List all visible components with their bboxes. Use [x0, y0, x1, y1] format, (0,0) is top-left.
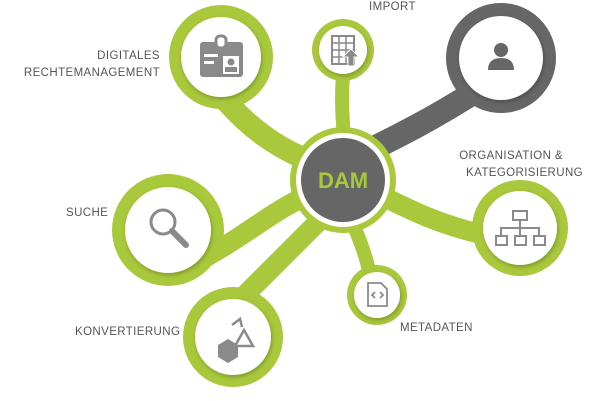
label-rights-line-1: DIGITALES — [97, 50, 160, 62]
id-badge-icon — [200, 34, 243, 77]
center-node[interactable] — [301, 138, 385, 222]
user-icon — [488, 43, 514, 70]
code-file-icon — [367, 282, 388, 307]
label-import: IMPORT — [369, 1, 416, 13]
shapes-icon — [218, 316, 256, 363]
label-organisation-line-2: KATEGORISIERUNG — [466, 167, 583, 179]
node-metadata[interactable] — [347, 265, 407, 325]
hierarchy-icon — [495, 210, 546, 246]
label-metadata: METADATEN — [400, 322, 473, 334]
connector-user — [358, 83, 482, 162]
label-convert: KONVERTIERUNG — [75, 326, 181, 338]
center-label: DAM — [318, 168, 368, 193]
magnifier-icon — [149, 208, 189, 248]
node-convert[interactable] — [183, 287, 283, 387]
label-organisation-line-1: ORGANISATION & — [459, 150, 563, 162]
label-search: SUCHE — [66, 207, 109, 219]
label-rights: DIGITALES RECHTEMANAGEMENT — [20, 48, 160, 82]
label-organisation: ORGANISATION & KATEGORISIERUNG — [420, 148, 583, 182]
connector-organisation — [370, 185, 495, 245]
label-rights-line-2: RECHTEMANAGEMENT — [23, 67, 160, 79]
table-upload-icon — [331, 35, 361, 67]
